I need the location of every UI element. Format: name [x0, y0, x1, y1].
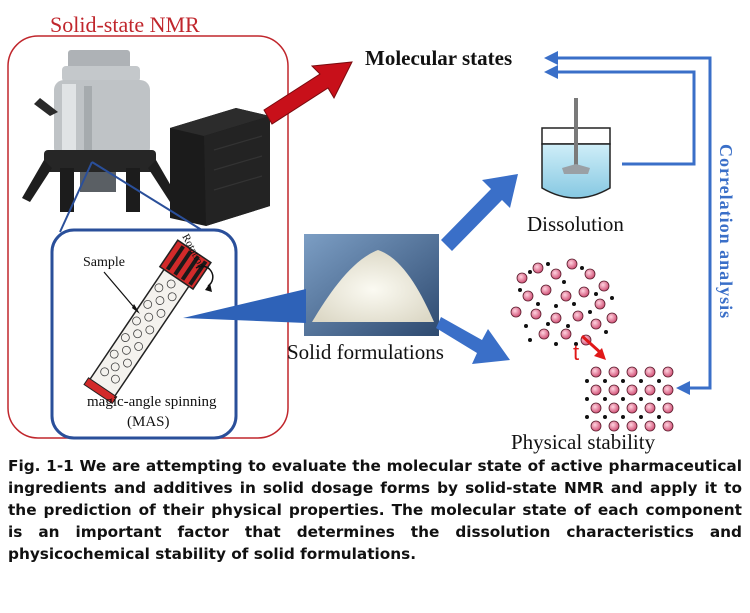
spectrometer-console-icon [170, 108, 270, 226]
arrow-powder-to-stability [436, 317, 510, 364]
amorphous-particles-icon [510, 258, 618, 346]
figure-caption: Fig. 1-1 We are attempting to evaluate t… [8, 457, 742, 563]
correlation-lines [556, 56, 712, 390]
arrow-powder-to-dissolution [441, 174, 518, 251]
nmr-title: Solid-state NMR [50, 12, 200, 37]
correlation-arrow-head-1 [544, 65, 558, 79]
time-label: t [573, 340, 580, 365]
mas-label-line1: magic-angle spinning [87, 394, 217, 410]
nmr-magnet-icon [22, 50, 178, 212]
dissolution-label: Dissolution [527, 212, 624, 236]
dissolution-beaker-icon [541, 98, 611, 199]
solid-formulations-label: Solid formulations [287, 340, 444, 364]
sample-pointer-head [132, 304, 140, 314]
callout-line-left [59, 161, 93, 233]
arrow-nmr-to-molecular-states [263, 61, 353, 125]
sample-label: Sample [83, 255, 125, 270]
rotation-arrow [195, 265, 214, 287]
crystalline-lattice-icon [585, 366, 674, 432]
correlation-analysis-label: Correlation analysis [716, 144, 736, 320]
correlation-arrow-head-3 [676, 381, 690, 395]
diagram-art [7, 35, 712, 440]
correlation-arrow-head-2 [544, 51, 558, 65]
physical-stability-label: Physical stability [511, 430, 656, 454]
powder-pile-icon [304, 234, 439, 336]
mas-label-line2: (MAS) [127, 414, 170, 430]
time-arrow [580, 334, 604, 356]
arrow-rotor-to-powder [183, 289, 306, 323]
sample-pointer [103, 271, 139, 313]
time-arrow-head [594, 348, 606, 360]
callout-line-right [91, 161, 206, 233]
rotation-arrow-head [205, 283, 212, 292]
diagram-stage: Solid-state NMR Molecular states Dissolu… [7, 12, 736, 454]
molecular-states-label: Molecular states [365, 46, 513, 70]
